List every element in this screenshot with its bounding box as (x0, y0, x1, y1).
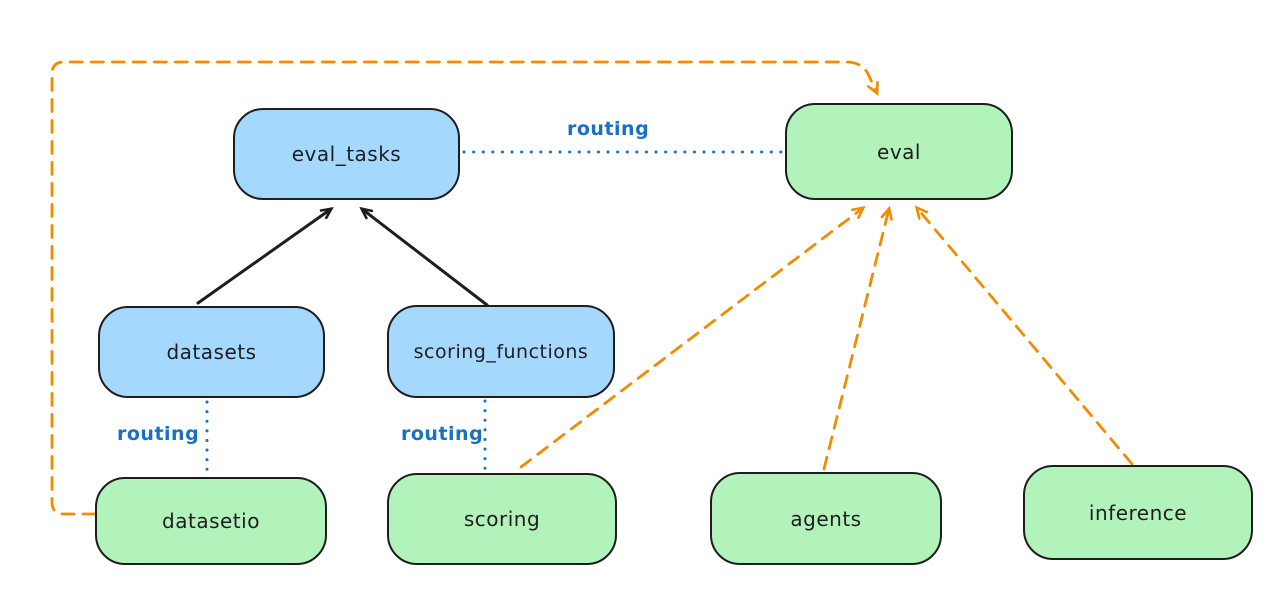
node-datasetio-label: datasetio (162, 509, 260, 533)
node-eval-label: eval (877, 139, 921, 164)
edge-label-routing-datasets-datasetio: routing (117, 423, 200, 445)
node-agents-label: agents (790, 506, 862, 531)
edge-inference-to-eval (914, 205, 1134, 466)
node-scoring-functions: scoring_functions (387, 305, 615, 398)
node-eval-tasks: eval_tasks (233, 108, 460, 200)
edge-label-routing-eval-tasks-eval: routing (567, 118, 650, 140)
edge-datasetio-to-eval (50, 60, 879, 516)
node-scoring-label: scoring (463, 507, 541, 531)
edge-scoring-to-eval (519, 205, 866, 469)
node-scoring-functions-label: scoring_functions (413, 340, 589, 363)
node-agents: agents (710, 472, 942, 565)
edge-scoring-functions-to-eval-tasks (362, 209, 489, 307)
node-scoring: scoring (387, 473, 617, 565)
node-datasets-label: datasets (166, 340, 257, 364)
node-datasets: datasets (98, 306, 325, 398)
node-eval-tasks-label: eval_tasks (291, 142, 402, 166)
node-inference-label: inference (1088, 500, 1188, 525)
edge-label-routing-scoring-functions-scoring: routing (401, 423, 484, 445)
node-datasetio: datasetio (95, 477, 327, 565)
node-inference: inference (1023, 465, 1253, 560)
edge-datasets-to-eval-tasks (196, 209, 331, 305)
node-eval: eval (785, 103, 1013, 200)
edge-agents-to-eval (822, 205, 893, 471)
